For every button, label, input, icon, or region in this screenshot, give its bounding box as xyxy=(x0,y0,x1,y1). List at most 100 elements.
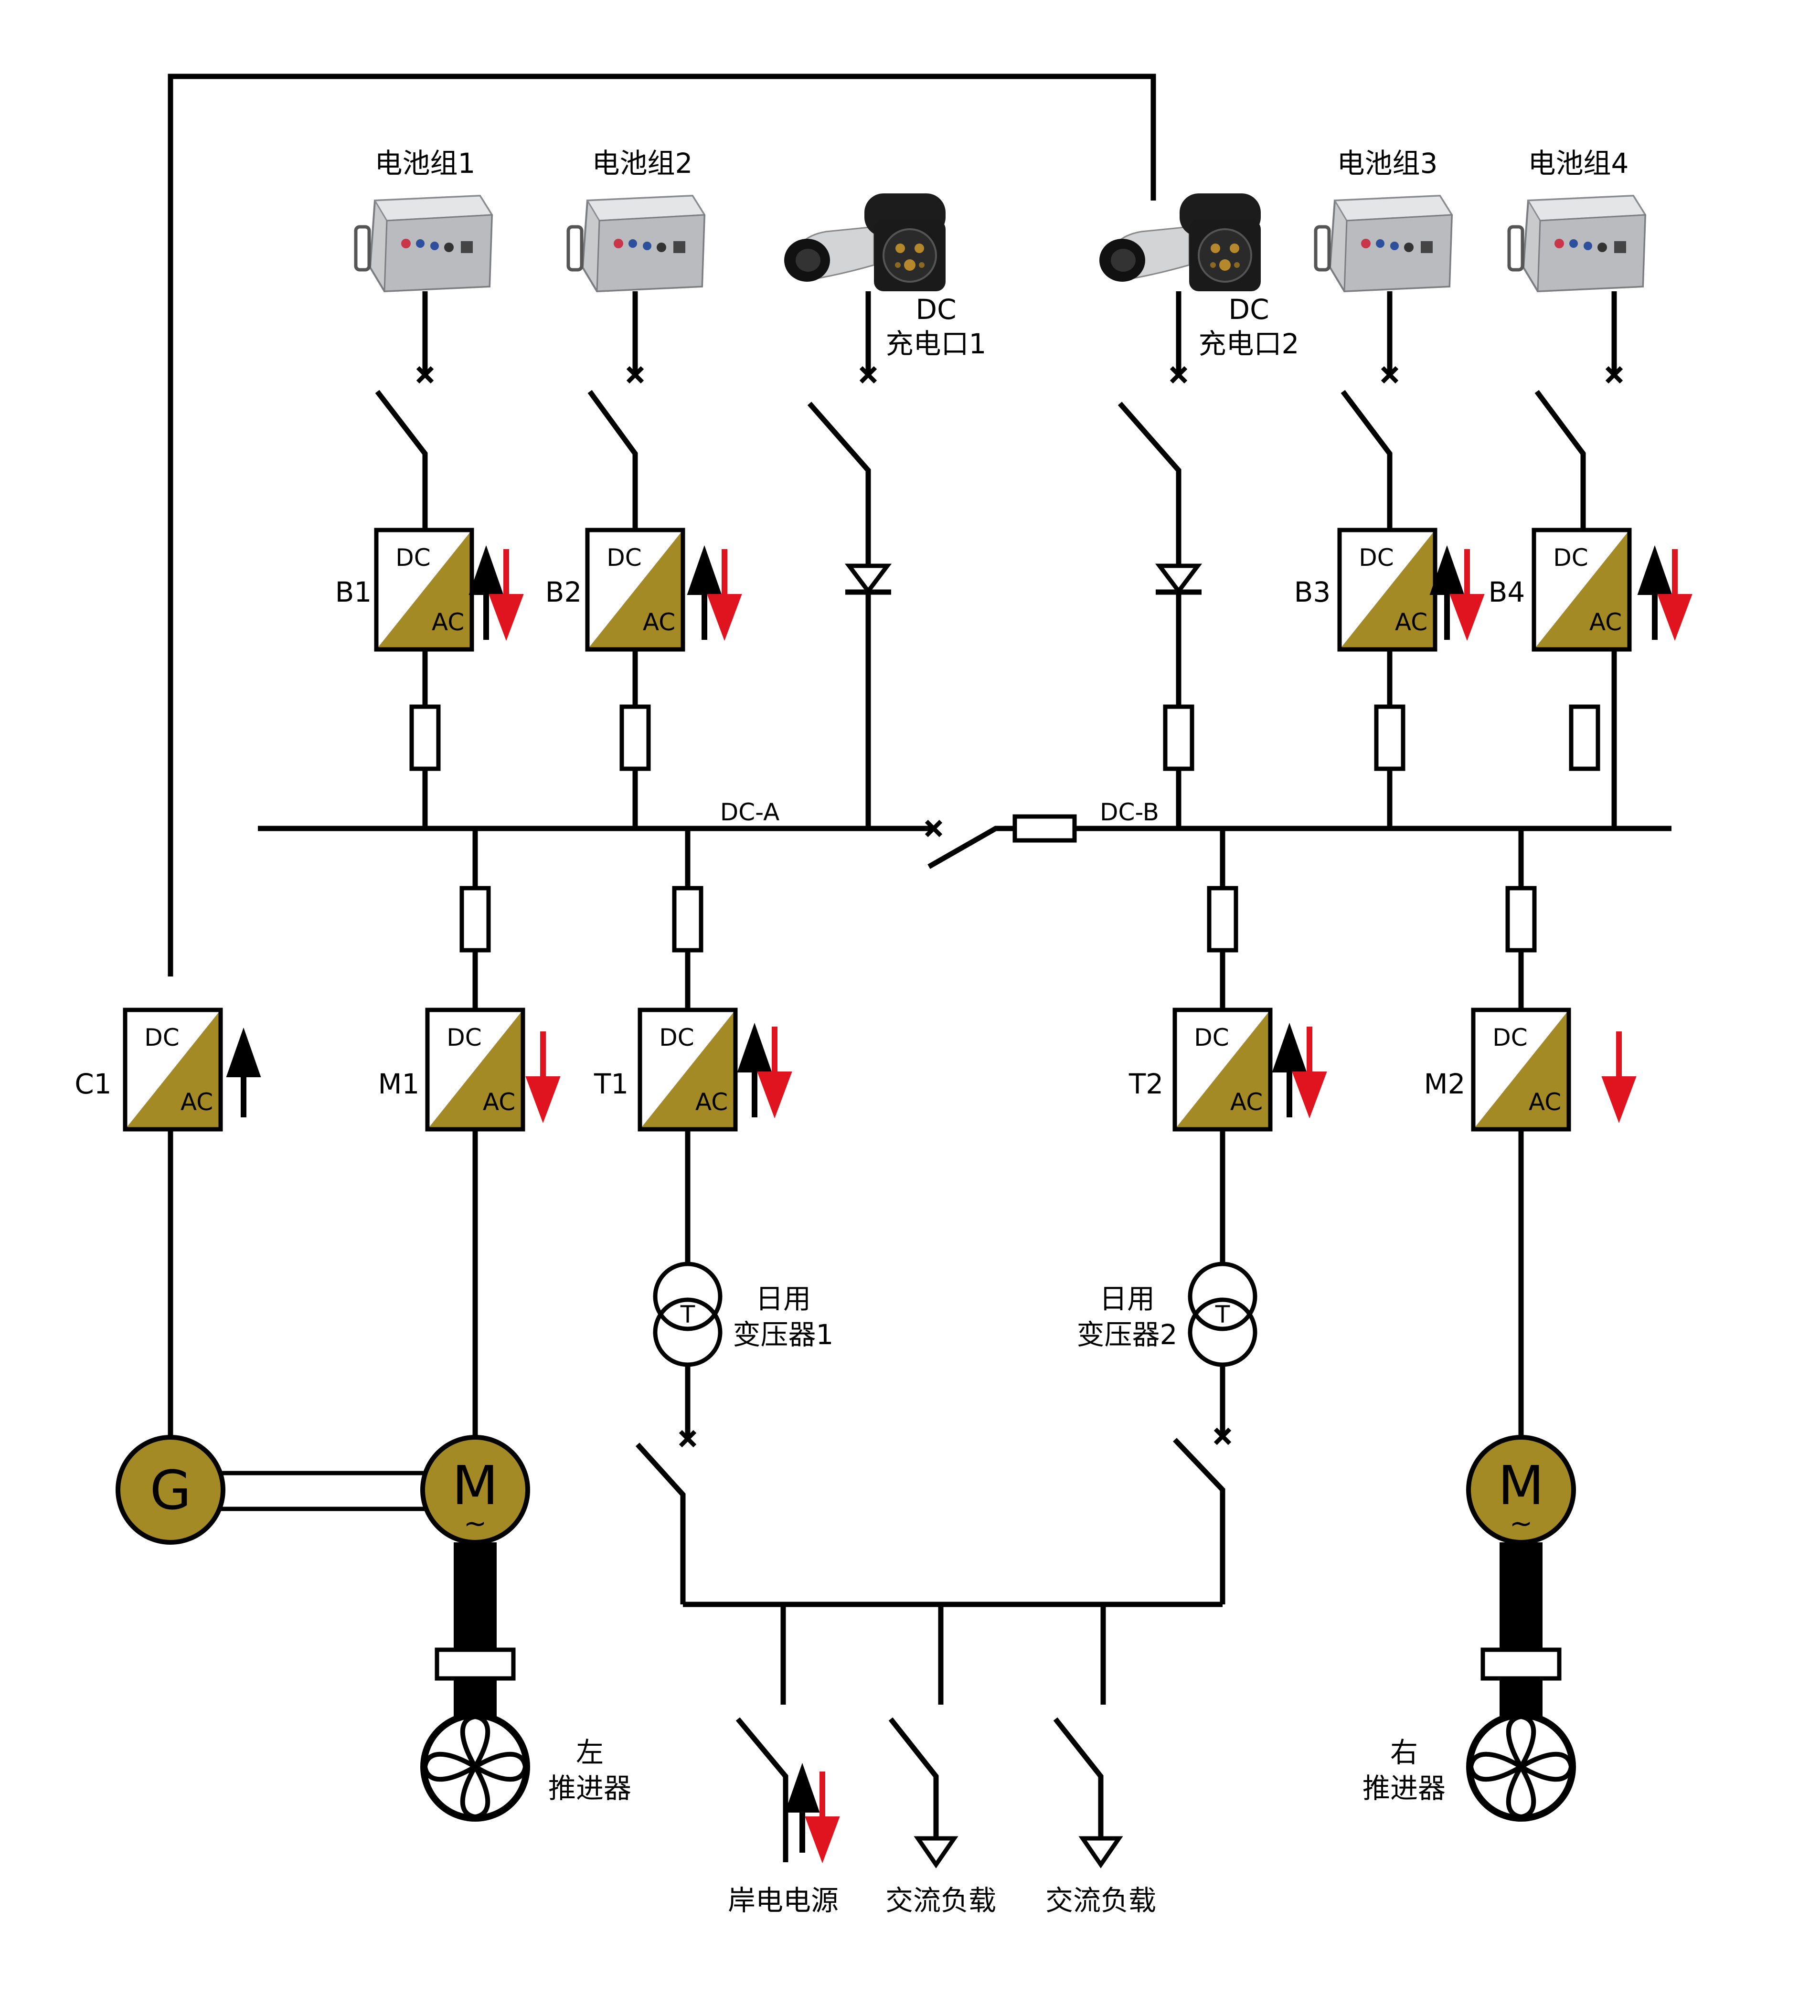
svg-text:AC: AC xyxy=(432,608,464,636)
converter-label-m2: M2 xyxy=(1424,1068,1466,1100)
svg-text:AC: AC xyxy=(1395,608,1427,636)
ac-bus xyxy=(683,1602,1223,1705)
battery-pack-2: 电池组2 xyxy=(568,147,704,291)
charge-port-2-line2: 充电口2 xyxy=(1199,328,1299,360)
arrows-b1 xyxy=(468,545,524,641)
propeller-right-label-1: 右 xyxy=(1390,1736,1418,1769)
switch-shore xyxy=(735,1717,788,1862)
shaft-left xyxy=(435,1542,516,1738)
charge-port-2-line1: DC xyxy=(1228,293,1269,326)
battery-label-3: 电池组3 xyxy=(1337,147,1438,180)
bus-label-dc-b: DC-B xyxy=(1100,798,1159,826)
upper-branches xyxy=(375,291,1623,826)
battery-pack-4: 电池组4 xyxy=(1509,147,1645,291)
switch-t1 xyxy=(635,1443,686,1604)
battery-label-2: 电池组2 xyxy=(592,147,693,180)
arrows-b2 xyxy=(687,545,742,641)
converter-label-b2: B2 xyxy=(545,576,582,608)
propeller-left: 左 推进器 xyxy=(420,1712,631,1822)
arrows-m1 xyxy=(525,1031,561,1124)
generator-motor-coupling xyxy=(208,1471,432,1511)
ac-load-2: 交流负载 xyxy=(1045,1717,1156,1917)
motor-left: M ~ xyxy=(420,1435,530,1545)
battery-label-1: 电池组1 xyxy=(375,147,476,180)
converter-label-m1: M1 xyxy=(378,1068,420,1100)
converter-t2: DC AC T2 xyxy=(1128,1008,1273,1132)
converter-label-t1: T1 xyxy=(594,1068,628,1100)
upper-fuses xyxy=(409,649,1617,826)
ac-load-1: 交流负载 xyxy=(885,1717,996,1917)
switch-b4 xyxy=(1534,390,1586,530)
dc-bus-a: DC-A xyxy=(258,798,943,838)
switch-load-1 xyxy=(888,1717,939,1838)
converter-t1: DC AC T1 xyxy=(594,1008,738,1132)
svg-text:DC: DC xyxy=(1553,544,1588,572)
charge-port-1-line1: DC xyxy=(915,293,956,326)
battery-image-3 xyxy=(1316,196,1452,291)
ac-load-label-2: 交流负载 xyxy=(1045,1884,1156,1917)
transformer-2: T 日用 变压器2 xyxy=(1077,1262,1257,1604)
svg-text:DC: DC xyxy=(447,1024,481,1051)
converter-b3: DC AC B3 xyxy=(1294,528,1437,652)
converter-label-t2: T2 xyxy=(1128,1068,1163,1100)
svg-text:AC: AC xyxy=(1529,1088,1561,1116)
motor-left-tilde: ~ xyxy=(464,1507,487,1539)
battery-image-2 xyxy=(568,196,704,291)
transformer-symbol-2: T xyxy=(1215,1301,1230,1328)
svg-text:DC: DC xyxy=(1492,1024,1527,1051)
lower-feeders xyxy=(459,828,1537,1010)
converter-label-c1: C1 xyxy=(75,1068,111,1100)
diode-charger-1 xyxy=(844,563,892,595)
generator-symbol: G xyxy=(150,1460,192,1522)
svg-text:DC: DC xyxy=(607,544,641,572)
svg-text:AC: AC xyxy=(483,1088,515,1116)
svg-text:AC: AC xyxy=(1230,1088,1263,1116)
transformer-label-1b: 变压器1 xyxy=(733,1318,834,1351)
breaker-mark xyxy=(416,366,434,384)
switch-load-2 xyxy=(1053,1717,1104,1838)
converter-b1: DC AC B1 xyxy=(335,528,474,652)
charger-image-1 xyxy=(783,192,947,292)
motor-right: M ~ xyxy=(1466,1435,1576,1545)
converter-m2: DC AC M2 xyxy=(1424,1008,1571,1132)
charger-image-2 xyxy=(1098,192,1262,292)
transformer-1: T 日用 变压器1 xyxy=(635,1262,834,1604)
bus-tie xyxy=(927,814,1077,869)
transformer-label-1a: 日用 xyxy=(756,1283,811,1315)
arrows-m2 xyxy=(1601,1031,1637,1124)
diode-charger-2 xyxy=(1155,563,1203,595)
shaft-right xyxy=(1480,1542,1562,1738)
propeller-right: 右 推进器 xyxy=(1362,1712,1576,1822)
converter-label-b1: B1 xyxy=(335,576,372,608)
switch-b1 xyxy=(375,390,428,530)
ac-load-label-1: 交流负载 xyxy=(885,1884,996,1917)
motor-left-symbol: M xyxy=(452,1455,499,1517)
charge-port-1-line2: 充电口1 xyxy=(886,328,987,360)
generator: G xyxy=(116,1435,225,1545)
propeller-left-label-2: 推进器 xyxy=(548,1772,631,1804)
converter-b4: DC AC B4 xyxy=(1489,528,1632,652)
propeller-left-label-1: 左 xyxy=(576,1736,604,1769)
arrows-c1 xyxy=(226,1027,261,1117)
arrows-b4 xyxy=(1637,545,1692,641)
svg-text:DC: DC xyxy=(1359,544,1394,572)
switch-charger-1 xyxy=(807,402,871,826)
shore-power-label: 岸电电源 xyxy=(728,1884,839,1917)
arrows-t1 xyxy=(737,1022,792,1119)
switch-b3 xyxy=(1341,390,1393,530)
motor-right-symbol: M xyxy=(1498,1455,1544,1517)
battery-pack-1: 电池组1 xyxy=(356,147,492,291)
charge-port-2: DC 充电口2 xyxy=(1098,192,1299,360)
converter-c1: DC AC C1 xyxy=(75,1008,223,1132)
shore-power: 岸电电源 xyxy=(728,1717,840,1917)
arrows-b3 xyxy=(1429,545,1485,641)
svg-text:DC: DC xyxy=(144,1024,179,1051)
switch-b2 xyxy=(587,390,638,530)
converter-label-b4: B4 xyxy=(1489,576,1525,608)
bus-label-dc-a: DC-A xyxy=(720,798,780,826)
fuse-b4-open xyxy=(1569,704,1600,771)
propeller-right-label-2: 推进器 xyxy=(1362,1772,1446,1804)
arrows-t2 xyxy=(1272,1022,1327,1119)
motor-right-tilde: ~ xyxy=(1510,1507,1533,1539)
